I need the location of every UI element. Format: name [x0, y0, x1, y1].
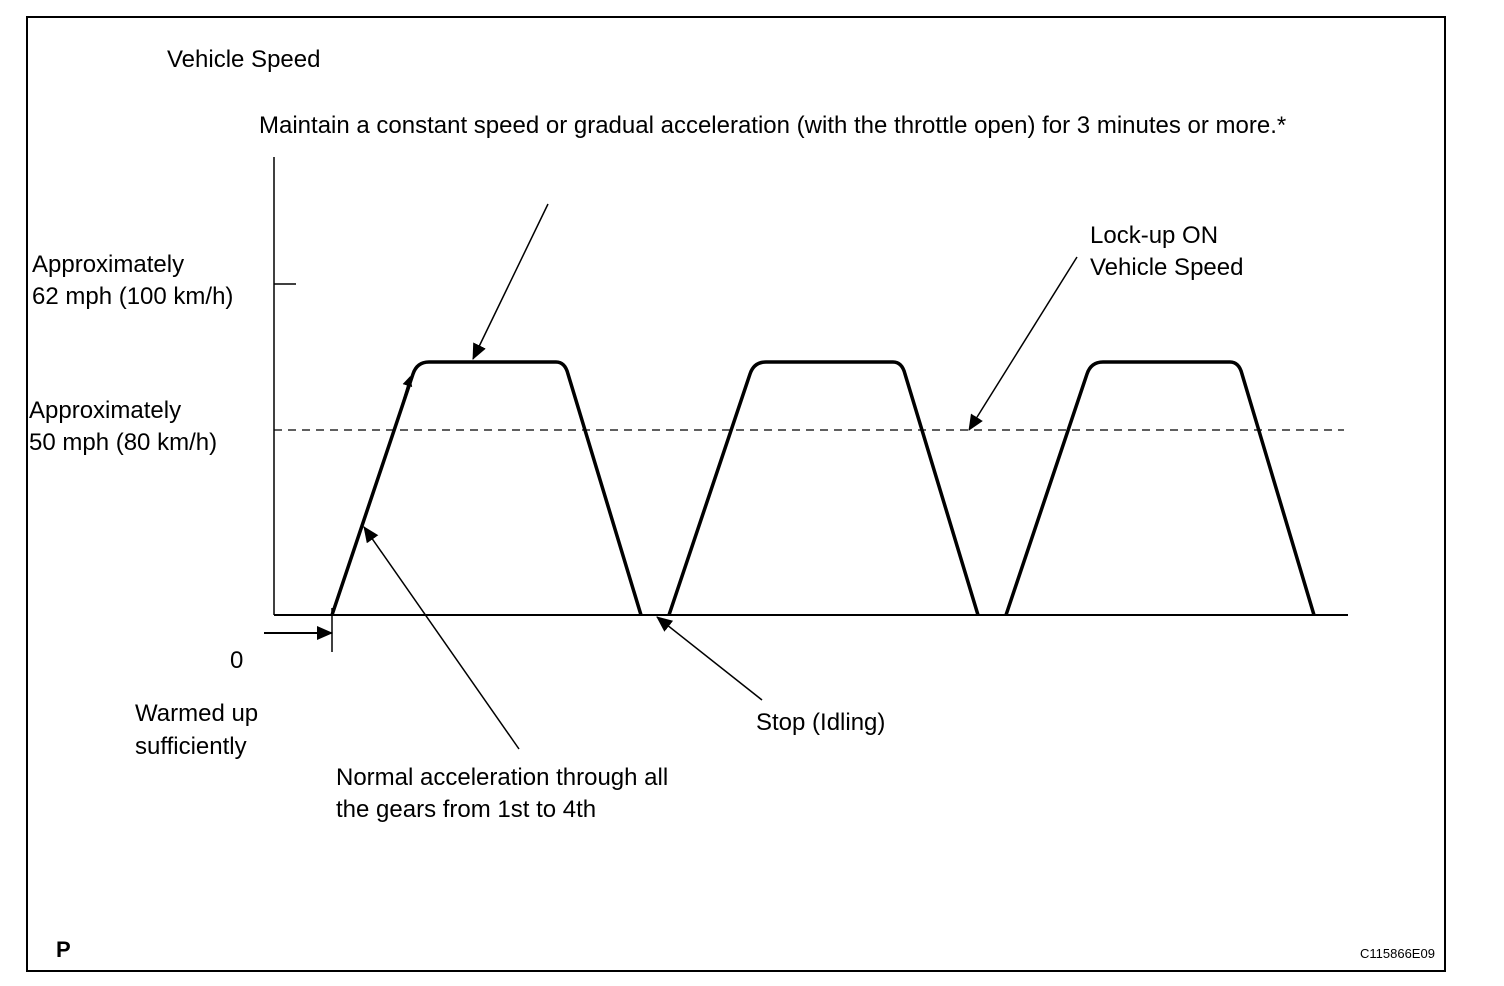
acceleration-label-line2: the gears from 1st to 4th — [336, 796, 597, 823]
acceleration-label-line1: Normal acceleration through all — [336, 764, 669, 791]
speed-mid-label-line2: 50 mph (80 km/h) — [29, 429, 218, 456]
lockup-arrow — [968, 256, 1078, 431]
figure-code: C115866E09 — [1360, 946, 1435, 961]
corner-label-left: P — [56, 937, 71, 962]
speed-high-label-line2: 62 mph (100 km/h) — [32, 283, 234, 310]
lockup-label-line2: Vehicle Speed — [1090, 254, 1244, 281]
zero-label: 0 — [230, 647, 244, 674]
constant-speed-arrow — [472, 203, 549, 360]
warmed-label-line1: Warmed up — [135, 700, 259, 727]
stop-arrow — [656, 616, 763, 701]
y-axis-title: Vehicle Speed — [167, 46, 321, 73]
speed-mid-label-line1: Approximately — [29, 397, 182, 424]
top-instruction: Maintain a constant speed or gradual acc… — [259, 112, 1287, 139]
diagram-frame — [26, 16, 1446, 972]
speed-cycle-3 — [1004, 360, 1316, 616]
speed-cycle-2 — [667, 360, 980, 616]
speed-high-label-line1: Approximately — [32, 251, 185, 278]
speed-cycle-1 — [330, 360, 643, 616]
lockup-label-line1: Lock-up ON — [1090, 222, 1219, 249]
shift-up-arrow — [399, 376, 413, 411]
acceleration-arrow — [363, 526, 520, 750]
stop-label: Stop (Idling) — [756, 709, 886, 736]
warmed-label-line2: sufficiently — [135, 733, 247, 760]
